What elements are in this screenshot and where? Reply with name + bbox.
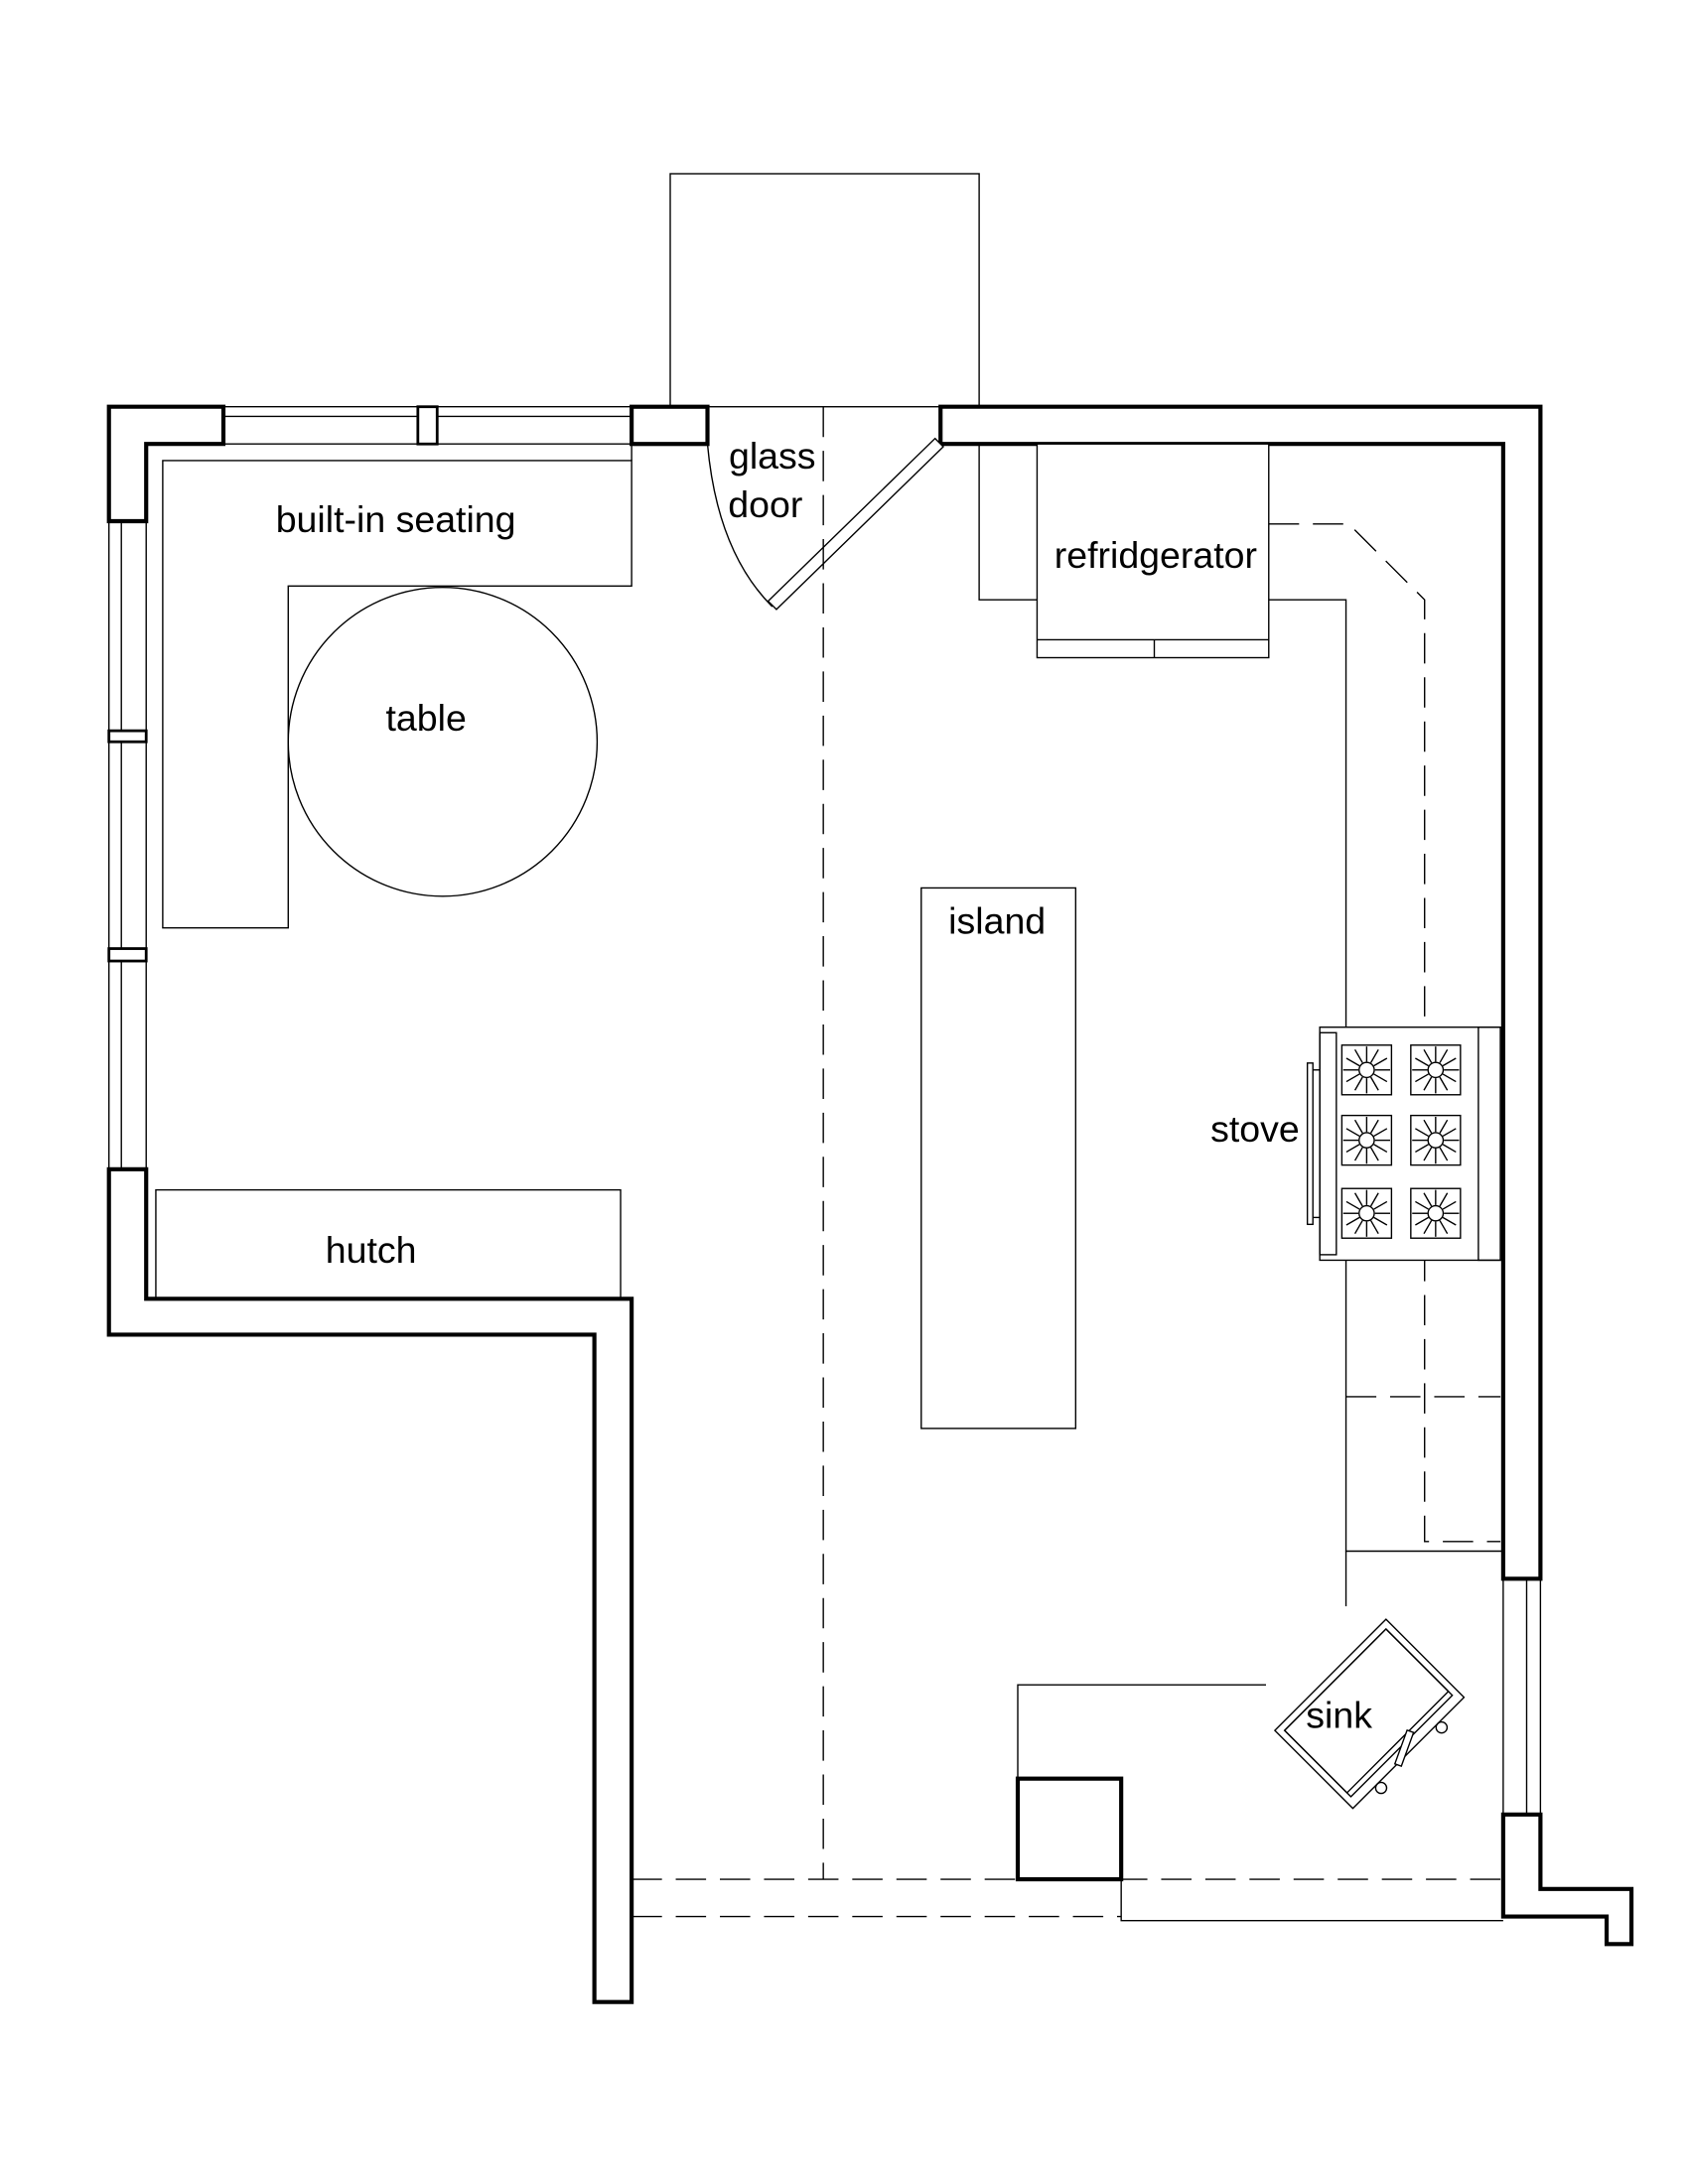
island bbox=[920, 887, 1077, 1430]
refrigerator bbox=[1036, 443, 1270, 659]
burner-icon bbox=[1410, 1044, 1462, 1096]
window-top-left bbox=[223, 405, 633, 446]
built-in-seating-label: built-in seating bbox=[276, 498, 516, 540]
wall-lower-left bbox=[106, 1166, 634, 2004]
wall-top-left-corner bbox=[106, 404, 226, 524]
glass-door-label-line2: door bbox=[728, 483, 802, 525]
burner-icon bbox=[1340, 1044, 1393, 1096]
burner-icon bbox=[1410, 1187, 1462, 1239]
refrigerator-label: refridgerator bbox=[1055, 534, 1257, 576]
stove bbox=[1306, 1026, 1501, 1262]
window-left bbox=[107, 521, 148, 1169]
upper-cabinets-dashed bbox=[1268, 523, 1501, 1543]
island-label: island bbox=[948, 899, 1046, 941]
burner-icon bbox=[1340, 1114, 1393, 1166]
wall-bottom-right bbox=[1500, 1812, 1634, 1947]
wall-door-jamb bbox=[630, 404, 710, 447]
glass-door-label-line1: glass bbox=[729, 435, 816, 477]
burner-icon bbox=[1340, 1187, 1393, 1239]
window-right bbox=[1502, 1578, 1542, 1815]
faucet-icon bbox=[1393, 1728, 1415, 1768]
hutch bbox=[155, 1188, 622, 1300]
base-cabinet bbox=[1015, 1776, 1124, 1882]
table-label: table bbox=[386, 697, 467, 739]
burner-icon bbox=[1410, 1114, 1462, 1166]
sink-label: sink bbox=[1306, 1694, 1372, 1735]
exterior-landing bbox=[669, 173, 980, 408]
stove-label: stove bbox=[1210, 1108, 1300, 1150]
counter-outline-lower bbox=[1017, 1684, 1266, 1779]
table bbox=[287, 586, 599, 897]
hutch-label: hutch bbox=[326, 1229, 417, 1271]
sink bbox=[1273, 1618, 1466, 1810]
